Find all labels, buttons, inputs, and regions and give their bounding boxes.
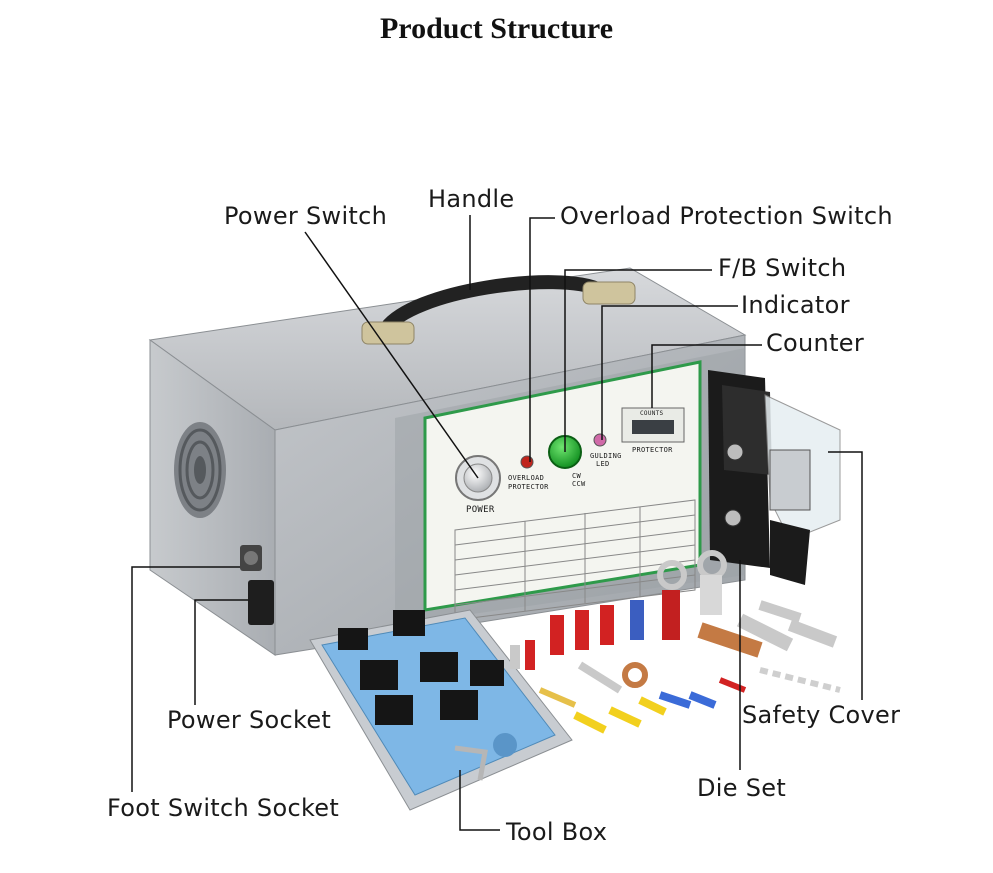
label-tool-box: Tool Box xyxy=(506,818,608,846)
die-set-assembly xyxy=(708,370,841,585)
panel-protector2-text: PROTECTOR xyxy=(632,446,673,454)
panel-led-text: LED xyxy=(596,460,610,468)
power-socket-leader xyxy=(194,599,248,705)
label-indicator: Indicator xyxy=(741,291,850,319)
handle xyxy=(361,275,636,345)
tool-box-leader xyxy=(459,770,500,831)
label-handle: Handle xyxy=(428,185,515,213)
panel-power-text: POWER xyxy=(466,505,495,515)
label-counter: Counter xyxy=(766,329,865,357)
foot-switch-leader xyxy=(131,566,240,792)
label-power-socket: Power Socket xyxy=(167,706,332,734)
power-switch-leader xyxy=(304,231,479,479)
safety-cover-leader xyxy=(828,451,863,700)
label-foot-switch-socket: Foot Switch Socket xyxy=(107,794,340,822)
panel-overload-text: OVERLOAD xyxy=(508,474,545,482)
fb-switch-leader xyxy=(564,269,712,452)
label-die-set: Die Set xyxy=(697,774,787,802)
terminals xyxy=(510,550,841,734)
page-title: Product Structure xyxy=(379,12,614,45)
counter-leader xyxy=(651,344,762,408)
leader-lines xyxy=(131,215,863,831)
panel-protector-text: PROTECTOR xyxy=(508,483,549,491)
fan-grill xyxy=(174,422,226,518)
panel-ccw-text: CCW xyxy=(572,480,586,488)
panel-guiding-text: GULDING xyxy=(590,452,622,460)
panel-counts-text: COUNTS xyxy=(640,410,664,417)
side-sockets xyxy=(240,545,274,625)
label-safety-cover: Safety Cover xyxy=(742,701,901,729)
tool-box xyxy=(309,609,573,811)
overload-leader xyxy=(529,217,555,462)
label-power-switch: Power Switch xyxy=(224,202,388,230)
label-overload-protection-switch: Overload Protection Switch xyxy=(560,202,893,230)
indicator-leader xyxy=(601,305,738,440)
panel-cw-text: CW xyxy=(572,472,582,480)
label-fb-switch: F/B Switch xyxy=(718,254,847,282)
